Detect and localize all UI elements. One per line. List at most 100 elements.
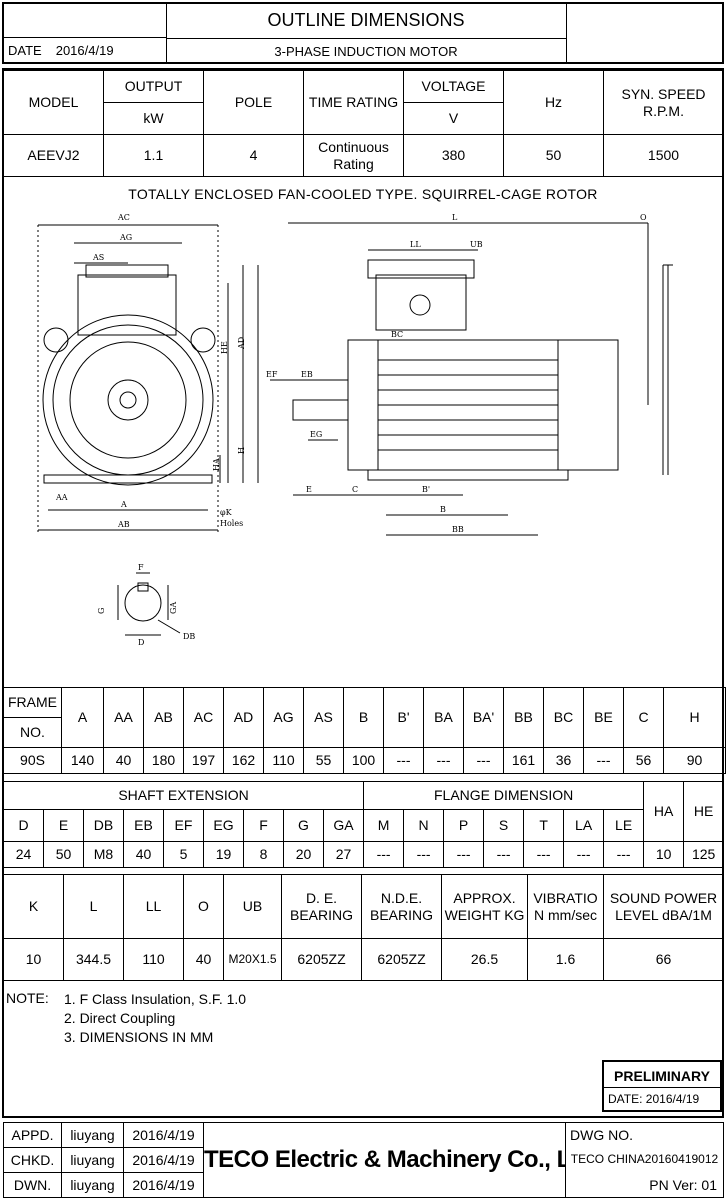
- shaft-val-ef: 5: [163, 841, 204, 868]
- flange-dimension-group: FLANGE DIMENSION: [363, 781, 645, 810]
- misc-val-ll: 110: [123, 938, 184, 981]
- label-l: L: [452, 213, 458, 222]
- frame-hdr-aa: AA: [103, 687, 144, 748]
- date-label: DATE: [8, 43, 42, 58]
- preliminary-date: DATE: 2016/4/19: [604, 1088, 720, 1106]
- shaft-val-d: 24: [3, 841, 44, 868]
- shaft-hdr-e: E: [43, 809, 84, 842]
- note-item: 3. DIMENSIONS IN MM: [64, 1029, 214, 1045]
- shaft-hdr-f: F: [243, 809, 284, 842]
- frame-hdr-ba: BA: [423, 687, 464, 748]
- chkd-name: liuyang: [61, 1147, 124, 1173]
- misc-hdr-l: L: [63, 874, 124, 939]
- motor-drawing: AC AG AS HE AD H HA AA A AB φK Holes L O…: [8, 205, 718, 685]
- label-holes: Holes: [220, 519, 243, 528]
- flange-val-t: ---: [523, 841, 565, 868]
- label-g: G: [97, 608, 106, 614]
- label-aa: AA: [55, 493, 68, 502]
- flange-val-p: ---: [443, 841, 485, 868]
- frame-hdr-a: A: [61, 687, 104, 748]
- val-voltage: 380: [403, 134, 504, 177]
- shaft-flange-table: SHAFT EXTENSION FLANGE DIMENSION HA HE D…: [2, 781, 725, 868]
- label-d: D: [138, 638, 144, 647]
- misc-val-de-bearing: 6205ZZ: [281, 938, 362, 981]
- frame-label-no: NO.: [3, 717, 62, 748]
- frame-val-b: 100: [343, 747, 384, 774]
- misc-hdr-o: O: [183, 874, 224, 939]
- title-block: APPD. liuyang 2016/4/19 TECO Electric & …: [3, 1122, 724, 1198]
- frame-hdr-as: AS: [303, 687, 344, 748]
- frame-hdr-ab: AB: [143, 687, 184, 748]
- misc-val-l: 344.5: [63, 938, 124, 981]
- frame-val-as: 55: [303, 747, 344, 774]
- label-ac: AC: [117, 213, 130, 222]
- label-eg: EG: [310, 430, 322, 439]
- shaft-val-eb: 40: [123, 841, 164, 868]
- chkd-date: 2016/4/19: [123, 1147, 204, 1173]
- flange-hdr-m: M: [363, 809, 405, 842]
- shaft-val-ga: 27: [322, 841, 365, 868]
- label-h: H: [237, 447, 246, 454]
- label-o: O: [640, 213, 647, 222]
- misc-val-weight: 26.5: [441, 938, 528, 981]
- val-hz: 50: [503, 134, 604, 177]
- shaft-hdr-ef: EF: [163, 809, 204, 842]
- misc-specs-table: K L LL O UB D. E. BEARING N.D.E. BEARING…: [3, 874, 724, 981]
- label-ll: LL: [410, 240, 421, 249]
- misc-val-o: 40: [183, 938, 224, 981]
- appd-date: 2016/4/19: [123, 1122, 204, 1148]
- dwn-date: 2016/4/19: [123, 1172, 204, 1198]
- label-ha: HA: [212, 458, 221, 471]
- flange-hdr-s: S: [483, 809, 525, 842]
- shaft-hdr-ha: HA: [643, 781, 685, 842]
- frame-val-a: 140: [61, 747, 104, 774]
- label-he: HE: [220, 341, 229, 354]
- frame-val-bb: 161: [503, 747, 544, 774]
- shaft-hdr-d: D: [3, 809, 44, 842]
- frame-val-bc: 36: [543, 747, 584, 774]
- misc-hdr-ub: UB: [223, 874, 282, 939]
- hdr-pole: POLE: [203, 70, 304, 135]
- flange-val-n: ---: [403, 841, 445, 868]
- frame-hdr-bc: BC: [543, 687, 584, 748]
- shaft-val-f: 8: [243, 841, 284, 868]
- flange-val-le: ---: [603, 841, 645, 868]
- flange-val-m: ---: [363, 841, 405, 868]
- misc-hdr-ll: LL: [123, 874, 184, 939]
- frame-hdr-c: C: [623, 687, 664, 748]
- note-item: 2. Direct Coupling: [64, 1010, 176, 1026]
- drawing-title: TOTALLY ENCLOSED FAN-COOLED TYPE. SQUIRR…: [128, 186, 598, 202]
- val-pole: 4: [203, 134, 304, 177]
- drawing-frame: [2, 68, 724, 1118]
- dimension-labels: AC AG AS HE AD H HA AA A AB φK Holes L O…: [55, 213, 647, 647]
- shaft-val-eg: 19: [203, 841, 244, 868]
- misc-hdr-de-bearing: D. E. BEARING: [281, 874, 362, 939]
- flange-hdr-t: T: [523, 809, 565, 842]
- frame-val-ac: 197: [183, 747, 224, 774]
- shaft-hdr-db: DB: [83, 809, 124, 842]
- frame-val-ba: ---: [423, 747, 464, 774]
- label-ub: UB: [470, 240, 483, 249]
- hdr-syn-speed: SYN. SPEED R.P.M.: [603, 70, 724, 135]
- flange-hdr-le: LE: [603, 809, 645, 842]
- hdr-voltage: VOLTAGE: [403, 70, 504, 103]
- appd-role: APPD.: [3, 1122, 62, 1148]
- date-value: 2016/4/19: [55, 43, 114, 58]
- label-ga: GA: [169, 602, 178, 614]
- document-subtitle: 3-PHASE INDUCTION MOTOR: [274, 44, 458, 59]
- label-a: A: [120, 500, 127, 509]
- hdr-time-rating: TIME RATING: [303, 70, 404, 135]
- misc-hdr-k: K: [3, 874, 64, 939]
- flange-hdr-p: P: [443, 809, 485, 842]
- frame-hdr-h: H: [663, 687, 726, 748]
- frame-label: FRAME: [3, 687, 62, 718]
- misc-hdr-vibration: VIBRATIO N mm/sec: [527, 874, 604, 939]
- header-block: OUTLINE DIMENSIONS 3-PHASE INDUCTION MOT…: [2, 2, 724, 64]
- motor-outline-svg: AC AG AS HE AD H HA AA A AB φK Holes L O…: [37, 213, 673, 647]
- frame-val-be: ---: [583, 747, 624, 774]
- notes-block: NOTE: 1. F Class Insulation, S.F. 1.0 2.…: [6, 990, 246, 1045]
- frame-hdr-be: BE: [583, 687, 624, 748]
- frame-val-c: 56: [623, 747, 664, 774]
- document-title: OUTLINE DIMENSIONS: [267, 10, 465, 30]
- shaft-val-g: 20: [283, 841, 324, 868]
